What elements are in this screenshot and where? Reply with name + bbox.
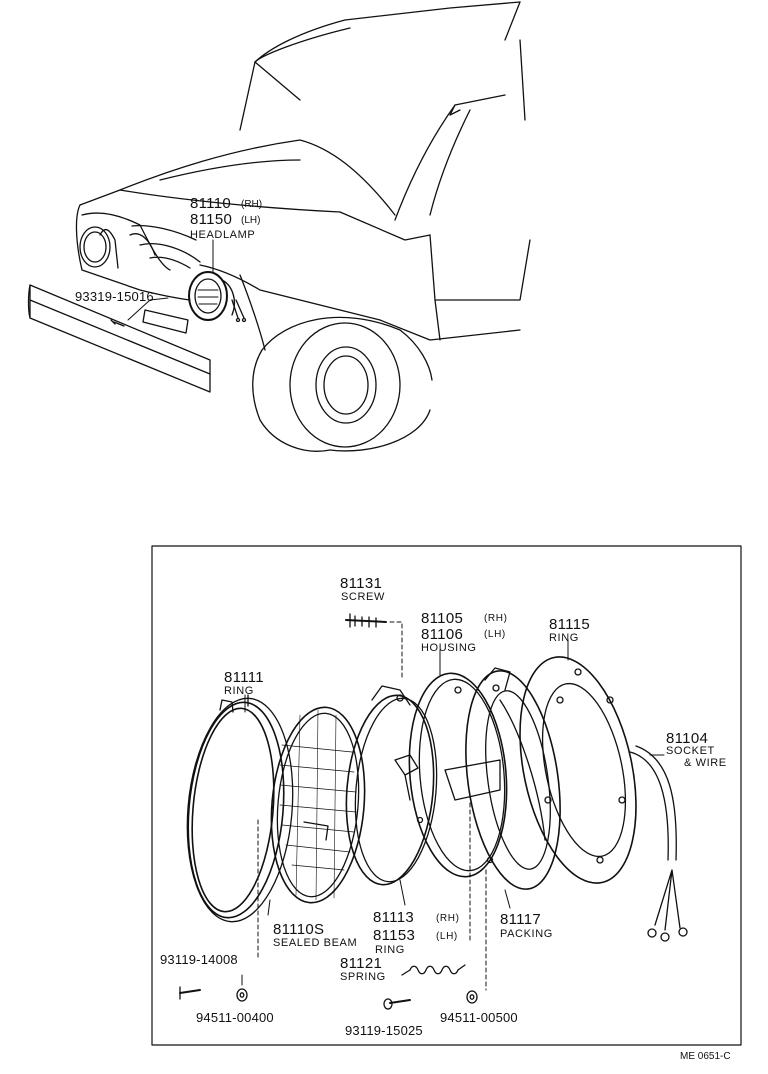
- headlamp-lh-number: 81150: [190, 211, 233, 228]
- housing-lh-number: 81106: [421, 626, 464, 643]
- mount-ring-81113: [345, 685, 438, 886]
- spring-name: SPRING: [340, 971, 386, 983]
- outer-ring-name: RING: [549, 632, 579, 644]
- diagram-id: ME 0651-C: [680, 1051, 731, 1062]
- screw-bottom-number: 93119-15025: [345, 1023, 423, 1038]
- washer-right-number: 94511-00500: [440, 1010, 518, 1025]
- housing-name: HOUSING: [421, 642, 477, 654]
- headlamp-rh-side: (RH): [241, 199, 263, 210]
- socket-name-line2: & WIRE: [684, 757, 727, 769]
- outer-ring-number: 81115: [549, 616, 590, 633]
- housing-lh-side: (LH): [484, 629, 506, 640]
- mount-ring-rh-side: (RH): [436, 913, 460, 924]
- exploded-view-frame: [151, 545, 742, 1046]
- socket-wire-81104: [629, 745, 688, 942]
- rim-ring-name: RING: [224, 685, 254, 697]
- sealed-beam-81110S: [270, 706, 366, 904]
- washer-94511-00400: [236, 974, 248, 1002]
- packing-81117: [465, 667, 561, 890]
- washer-left-number: 94511-00400: [196, 1010, 274, 1025]
- sealed-beam-name: SEALED BEAM: [273, 937, 358, 949]
- headlamp-rh-number: 81110: [190, 195, 231, 212]
- screw-81131: [345, 613, 403, 681]
- outer-ring-81115: [519, 656, 637, 884]
- headlamp-name: HEADLAMP: [190, 229, 256, 241]
- washer-94511-00500: [466, 869, 487, 1004]
- packing-number: 81117: [500, 911, 541, 928]
- spring-81121: [401, 799, 471, 976]
- socket-number: 81104: [666, 730, 709, 747]
- screw-left-number: 93119-14008: [160, 952, 238, 967]
- spring-number: 81121: [340, 955, 383, 972]
- sealed-beam-number: 81110S: [273, 921, 325, 938]
- mount-ring-lh-side: (LH): [436, 931, 458, 942]
- rim-ring-81111: [186, 694, 294, 923]
- screw-name: SCREW: [341, 591, 385, 603]
- mount-ring-lh-number: 81153: [373, 927, 416, 944]
- truck-front-illustration: [27, 1, 531, 452]
- housing-81105: [408, 672, 508, 878]
- housing-rh-number: 81105: [421, 610, 464, 627]
- rim-ring-number: 81111: [224, 669, 264, 686]
- mount-ring-name: RING: [375, 944, 405, 956]
- bolt-93119-14008: [179, 819, 259, 1000]
- headlamp-lh-side: (LH): [241, 215, 261, 226]
- bolt-number-93319: 93319-15016: [75, 289, 154, 304]
- mount-ring-rh-number: 81113: [373, 909, 414, 926]
- socket-name-line1: SOCKET: [666, 745, 715, 757]
- bolt-93119-15025: [383, 998, 411, 1010]
- housing-rh-side: (RH): [484, 613, 508, 624]
- screw-number: 81131: [340, 575, 383, 592]
- packing-name: PACKING: [500, 928, 553, 940]
